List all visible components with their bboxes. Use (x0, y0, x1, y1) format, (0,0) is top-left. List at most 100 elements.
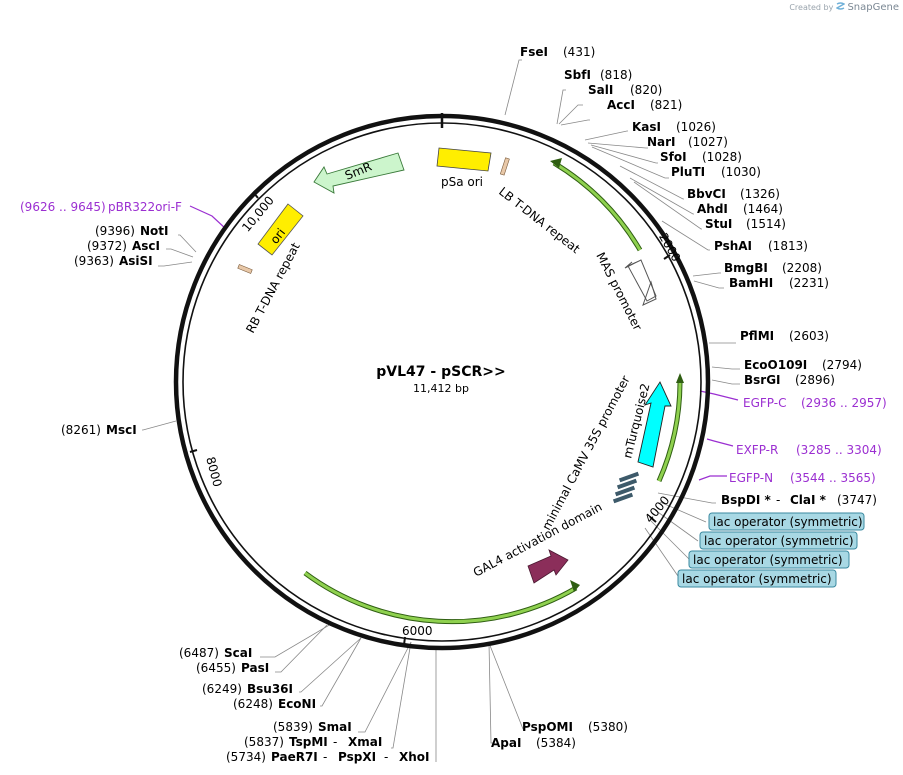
paer7i-row-sep-2: - (384, 750, 388, 764)
enzyme-smai[interactable]: SmaI (318, 720, 352, 734)
enzyme-bsu36i[interactable]: Bsu36I (247, 682, 293, 696)
enzyme-sali-pos: (820) (630, 83, 662, 97)
smr-feature[interactable] (313, 152, 405, 194)
lb-repeat-feature[interactable] (499, 157, 510, 176)
snapgene-credit: Created by SnapGene (789, 2, 899, 13)
snapgene-logo-icon (835, 2, 846, 10)
paer7i-row-pos: (5734) (226, 750, 266, 764)
enzyme-ahdi[interactable]: AhdI (697, 202, 728, 216)
enzyme-smai-pos: (5839) (273, 720, 313, 734)
primer-egfp-c-range: (2936 .. 2957) (801, 396, 887, 410)
enzyme-pluti-pos: (1030) (721, 165, 761, 179)
green-arrow-head-3 (570, 580, 580, 592)
enzyme-nari-pos: (1027) (688, 135, 728, 149)
tick-label-2000: 2000 (656, 231, 683, 264)
enzyme-pspxi[interactable]: PspXI (338, 750, 376, 764)
enzyme-scai[interactable]: ScaI (224, 646, 252, 660)
plasmid-size: 11,412 bp (413, 382, 469, 395)
lac-operator-1[interactable]: lac operator (symmetric) (713, 515, 863, 529)
enzyme-clai[interactable]: ClaI * (790, 493, 827, 507)
enzyme-bbvci[interactable]: BbvCI (687, 187, 726, 201)
lb-repeat-label: LB T-DNA repeat (496, 184, 583, 256)
lac-operator-group: lac operator (symmetric) lac operator (s… (677, 512, 865, 588)
credit-brand: SnapGene (847, 2, 899, 13)
enzyme-msci[interactable]: MscI (106, 423, 137, 437)
psa-ori-label: pSa ori (441, 175, 483, 189)
enzyme-pasi[interactable]: PasI (241, 661, 269, 675)
enzyme-pasi-pos: (6455) (196, 661, 236, 675)
enzyme-paer7i[interactable]: PaeR7I (271, 750, 318, 764)
enzyme-bmgbi-pos: (2208) (782, 261, 822, 275)
enzyme-msci-pos: (8261) (61, 423, 101, 437)
tick-label-8000: 8000 (203, 455, 224, 488)
enzyme-bsu36i-pos: (6249) (202, 682, 242, 696)
enzyme-sfoi-pos: (1028) (702, 150, 742, 164)
enzyme-xmai[interactable]: XmaI (348, 735, 382, 749)
lac-operator-4[interactable]: lac operator (symmetric) (682, 572, 832, 586)
enzyme-stui-pos: (1514) (746, 217, 786, 231)
rb-repeat-label: RB T-DNA repeat (243, 240, 303, 335)
enzyme-pspomi-pos: (5380) (588, 720, 628, 734)
enzyme-bamhi[interactable]: BamHI (729, 276, 773, 290)
enzyme-acci[interactable]: AccI (607, 98, 635, 112)
enzyme-stui[interactable]: StuI (705, 217, 732, 231)
enzyme-asisi-pos: (9363) (74, 254, 114, 268)
enzyme-apai[interactable]: ApaI (491, 736, 521, 750)
rb-repeat-feature[interactable] (237, 264, 253, 274)
gal4-feature[interactable] (527, 549, 569, 584)
primer-egfp-n[interactable]: EGFP-N (729, 471, 773, 485)
enzyme-pflmi[interactable]: PflMI (740, 329, 774, 343)
primer-egfp-n-range: (3544 .. 3565) (790, 471, 876, 485)
psa-ori-feature[interactable] (436, 147, 492, 172)
enzyme-ecoo109i[interactable]: EcoO109I (744, 358, 807, 372)
enzyme-scai-pos: (6487) (179, 646, 219, 660)
enzyme-pshai[interactable]: PshAI (714, 239, 752, 253)
mturquoise2-feature[interactable] (637, 381, 672, 468)
credit-prefix: Created by (789, 3, 834, 12)
lac-operator-2[interactable]: lac operator (symmetric) (704, 534, 854, 548)
enzyme-fsei-pos: (431) (563, 45, 595, 59)
enzyme-xhoi[interactable]: XhoI (399, 750, 430, 764)
primer-exfp-r[interactable]: EXFP-R (736, 443, 778, 457)
enzyme-econi-pos: (6248) (233, 697, 273, 711)
primer-egfp-c[interactable]: EGFP-C (743, 396, 786, 410)
enzyme-tspmi[interactable]: TspMI (289, 735, 328, 749)
plasmid-name: pVL47 - pSCR>> (376, 364, 505, 380)
enzyme-ahdi-pos: (1464) (743, 202, 783, 216)
enzyme-sali[interactable]: SalI (588, 83, 613, 97)
enzyme-asci[interactable]: AscI (132, 239, 160, 253)
enzyme-sbfi-pos: (818) (600, 68, 632, 82)
ori-feature[interactable] (257, 203, 304, 256)
enzyme-pspomi[interactable]: PspOMI (522, 720, 573, 734)
primer-pbr322ori-f[interactable]: pBR322ori-F (108, 200, 182, 214)
enzyme-nari[interactable]: NarI (647, 135, 676, 149)
camv-promoter-feature[interactable] (612, 471, 640, 504)
enzyme-bsrgi[interactable]: BsrGI (744, 373, 781, 387)
primer-exfp-r-range: (3285 .. 3304) (796, 443, 882, 457)
lac-operator-3[interactable]: lac operator (symmetric) (693, 553, 843, 567)
enzyme-acci-pos: (821) (650, 98, 682, 112)
right-primer-labels: EGFP-C (2936 .. 2957) EXFP-R (3285 .. 33… (729, 396, 887, 485)
enzyme-sbfi[interactable]: SbfI (564, 68, 591, 82)
enzyme-bamhi-pos: (2231) (789, 276, 829, 290)
enzyme-fsei[interactable]: FseI (520, 45, 548, 59)
enzyme-noti[interactable]: NotI (140, 224, 169, 238)
enzyme-bspdi[interactable]: BspDI * (721, 493, 771, 507)
paer7i-row-sep-1: - (323, 750, 327, 764)
enzyme-kasi-pos: (1026) (676, 120, 716, 134)
enzyme-sfoi[interactable]: SfoI (660, 150, 687, 164)
enzyme-pflmi-pos: (2603) (789, 329, 829, 343)
tspmi-xmai-pos: (5837) (244, 735, 284, 749)
primer-lines (189, 205, 739, 481)
green-arcs (304, 161, 682, 624)
primer-pbr322ori-f-range: (9626 .. 9645) (20, 200, 106, 214)
enzyme-kasi[interactable]: KasI (632, 120, 661, 134)
enzyme-econi[interactable]: EcoNI (278, 697, 316, 711)
enzyme-bbvci-pos: (1326) (740, 187, 780, 201)
enzyme-pluti[interactable]: PluTI (671, 165, 705, 179)
enzyme-asisi[interactable]: AsiSI (119, 254, 153, 268)
left-labels: (9626 .. 9645) pBR322ori-F (9396) NotI (… (20, 200, 628, 764)
enzyme-bmgbi[interactable]: BmgBI (724, 261, 768, 275)
